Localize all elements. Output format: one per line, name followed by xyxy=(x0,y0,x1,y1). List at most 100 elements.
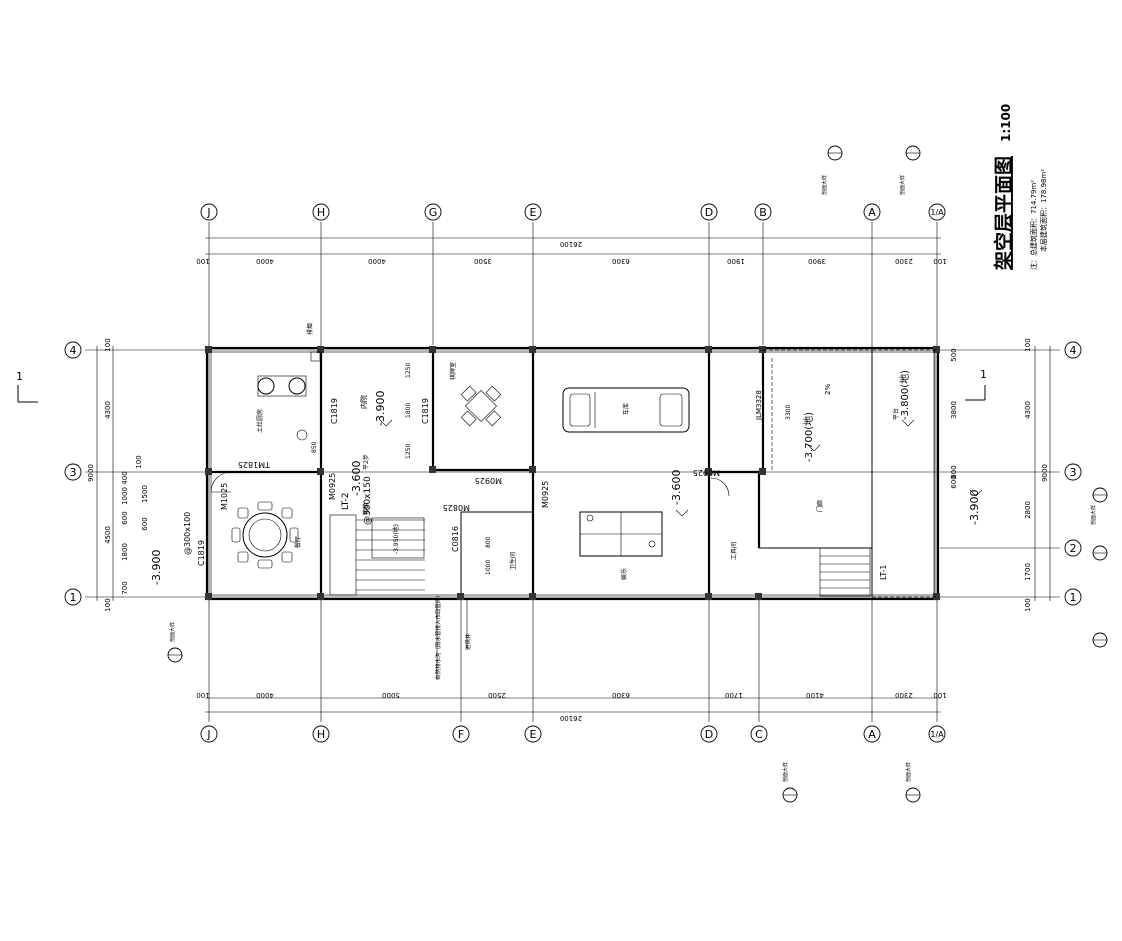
svg-text:2300: 2300 xyxy=(895,691,913,699)
svg-text:6300: 6300 xyxy=(612,691,630,699)
axis-bubble-1A-bottom: 1/A xyxy=(928,725,946,743)
elevation-deck: -3.800(地) xyxy=(898,370,911,420)
svg-text:1000: 1000 xyxy=(121,487,129,505)
svg-text:1/A: 1/A xyxy=(930,730,944,739)
dim-overall-bottom: 26100 xyxy=(560,714,582,722)
note-total-area: 注：总建筑面积：714.79m² xyxy=(1029,180,1038,270)
svg-text:400: 400 xyxy=(121,471,129,484)
svg-text:1700: 1700 xyxy=(725,691,743,699)
detail-ref-top-1: 剖面大样 xyxy=(821,145,843,195)
title-block: 架空层平面图 1:100 注：总建筑面积：714.79m² 本层建筑面积：178… xyxy=(992,104,1048,271)
dims-top: 26100 100 4000 4000 3500 6300 1900 3900 … xyxy=(196,240,946,265)
window-label-C1819-c: C1819 xyxy=(197,540,206,566)
svg-text:600: 600 xyxy=(950,475,958,488)
slope-label: 2% xyxy=(824,384,832,395)
door-label-M1025: M1025 xyxy=(220,483,229,510)
drain-label: @300x100 xyxy=(183,512,192,555)
elevation-dining: -3.900 xyxy=(150,550,163,585)
svg-text:3300: 3300 xyxy=(785,405,792,420)
door-label-M0925-d: M0925 xyxy=(693,468,720,477)
svg-text:4100: 4100 xyxy=(806,691,824,699)
svg-text:剖面大样: 剖面大样 xyxy=(821,175,828,195)
axis-bubble-H-top: H xyxy=(312,203,330,221)
svg-text:1800: 1800 xyxy=(405,403,412,418)
door-label-TM1825: TM1825 xyxy=(238,460,271,469)
svg-text:4: 4 xyxy=(70,344,77,357)
detail-ref-left: 剖面大样 xyxy=(167,622,183,663)
note-floor-area: 本层建筑面积：178.98m² xyxy=(1039,169,1048,252)
axis-bubble-E-top: E xyxy=(524,203,542,221)
svg-text:1800: 1800 xyxy=(121,543,129,561)
room-patio: 内院 -3.900 C1819 C1819 1250 1800 1250 850… xyxy=(311,363,430,470)
svg-text:2300: 2300 xyxy=(895,257,913,265)
svg-text:1500: 1500 xyxy=(141,485,149,503)
room-label-bath: 卫生间 xyxy=(509,552,517,570)
axis-bubble-3-right: 3 xyxy=(1064,463,1082,481)
detail-ref-right-2 xyxy=(1092,545,1108,561)
axis-bubble-G-top: G xyxy=(424,203,442,221)
axis-bubble-H-bottom: H xyxy=(312,725,330,743)
svg-text:100: 100 xyxy=(135,455,143,468)
room-label-dining: 餐厅 xyxy=(294,536,302,548)
svg-text:100: 100 xyxy=(104,598,112,611)
svg-text:B: B xyxy=(759,206,767,219)
room-tool: 工具间 M0925 xyxy=(693,468,738,560)
svg-text:100: 100 xyxy=(933,691,946,699)
svg-text:C: C xyxy=(755,728,763,741)
room-label-garage: 车库 xyxy=(622,403,630,415)
svg-text:剖面大样: 剖面大样 xyxy=(905,762,912,782)
stair-label-LT-2: LT-2 xyxy=(341,493,351,510)
room-label-entry: 门廊 xyxy=(816,500,824,512)
svg-text:H: H xyxy=(317,728,325,741)
svg-text:100: 100 xyxy=(1024,598,1032,611)
axis-bubble-J-bottom: J xyxy=(200,725,218,743)
axis-bubble-3-left: 3 xyxy=(64,463,82,481)
svg-text:3900: 3900 xyxy=(808,257,826,265)
svg-text:1900: 1900 xyxy=(727,257,745,265)
balcony-edges xyxy=(763,349,937,598)
axis-bubble-4-left: 4 xyxy=(64,341,82,359)
axis-bubble-1-right: 1 xyxy=(1064,588,1082,606)
axis-bubbles-right: 4 3 2 1 xyxy=(1064,341,1082,606)
room-label-tool: 工具间 xyxy=(730,542,738,560)
detail-ref-right-1: 剖面大样 xyxy=(1090,487,1108,525)
svg-text:850: 850 xyxy=(311,441,318,453)
svg-text:100: 100 xyxy=(196,691,209,699)
svg-text:4000: 4000 xyxy=(256,257,274,265)
columns xyxy=(205,346,940,600)
svg-text:1000: 1000 xyxy=(485,560,492,575)
svg-text:1250: 1250 xyxy=(405,444,412,459)
room-chess: 棋牌室 xyxy=(449,362,502,427)
svg-text:100: 100 xyxy=(1024,338,1032,351)
svg-text:剖面大样: 剖面大样 xyxy=(1090,505,1097,525)
svg-text:5000: 5000 xyxy=(382,691,400,699)
section-mark-right: 1 xyxy=(965,368,987,401)
axis-bubbles-top: J H G E D B A 1/A xyxy=(200,203,946,221)
svg-text:4500: 4500 xyxy=(104,526,112,544)
note-drain: 自然排水沟（雨水管排入市政管网） xyxy=(434,592,442,680)
drain-label-corridor: @300x150 xyxy=(363,476,373,525)
svg-text:3500: 3500 xyxy=(474,257,492,265)
svg-text:E: E xyxy=(530,206,537,219)
svg-text:G: G xyxy=(429,206,438,219)
svg-text:4000: 4000 xyxy=(256,691,274,699)
svg-text:D: D xyxy=(705,728,713,741)
detail-ref-top-2: 剖面大样 xyxy=(899,145,921,195)
axis-bubble-4-right: 4 xyxy=(1064,341,1082,359)
detail-refs: 剖面大样 剖面大样 剖面大样 剖面大样 剖面大样 剖面大样 xyxy=(167,145,1108,803)
svg-text:4: 4 xyxy=(1070,344,1077,357)
elevation-corridor: -3.600 xyxy=(350,461,363,496)
door-label-M0925-b: M0925 xyxy=(475,476,502,485)
elevation-patio: -3.900 xyxy=(374,391,387,426)
section-mark-number: 1 xyxy=(16,370,23,383)
room-label-deck: 平台 xyxy=(892,408,900,420)
svg-text:J: J xyxy=(206,206,210,219)
svg-text:A: A xyxy=(868,728,876,741)
window-label-C1819-a: C1819 xyxy=(330,398,339,424)
room-label-kitchen: 土灶厨房 xyxy=(256,409,264,433)
axis-bubbles-bottom: J H F E D C A 1/A xyxy=(200,725,946,743)
room-label-patio: 内院 xyxy=(359,395,368,409)
svg-text:1/A: 1/A xyxy=(930,208,944,217)
svg-text:剖面大样: 剖面大样 xyxy=(169,622,176,642)
